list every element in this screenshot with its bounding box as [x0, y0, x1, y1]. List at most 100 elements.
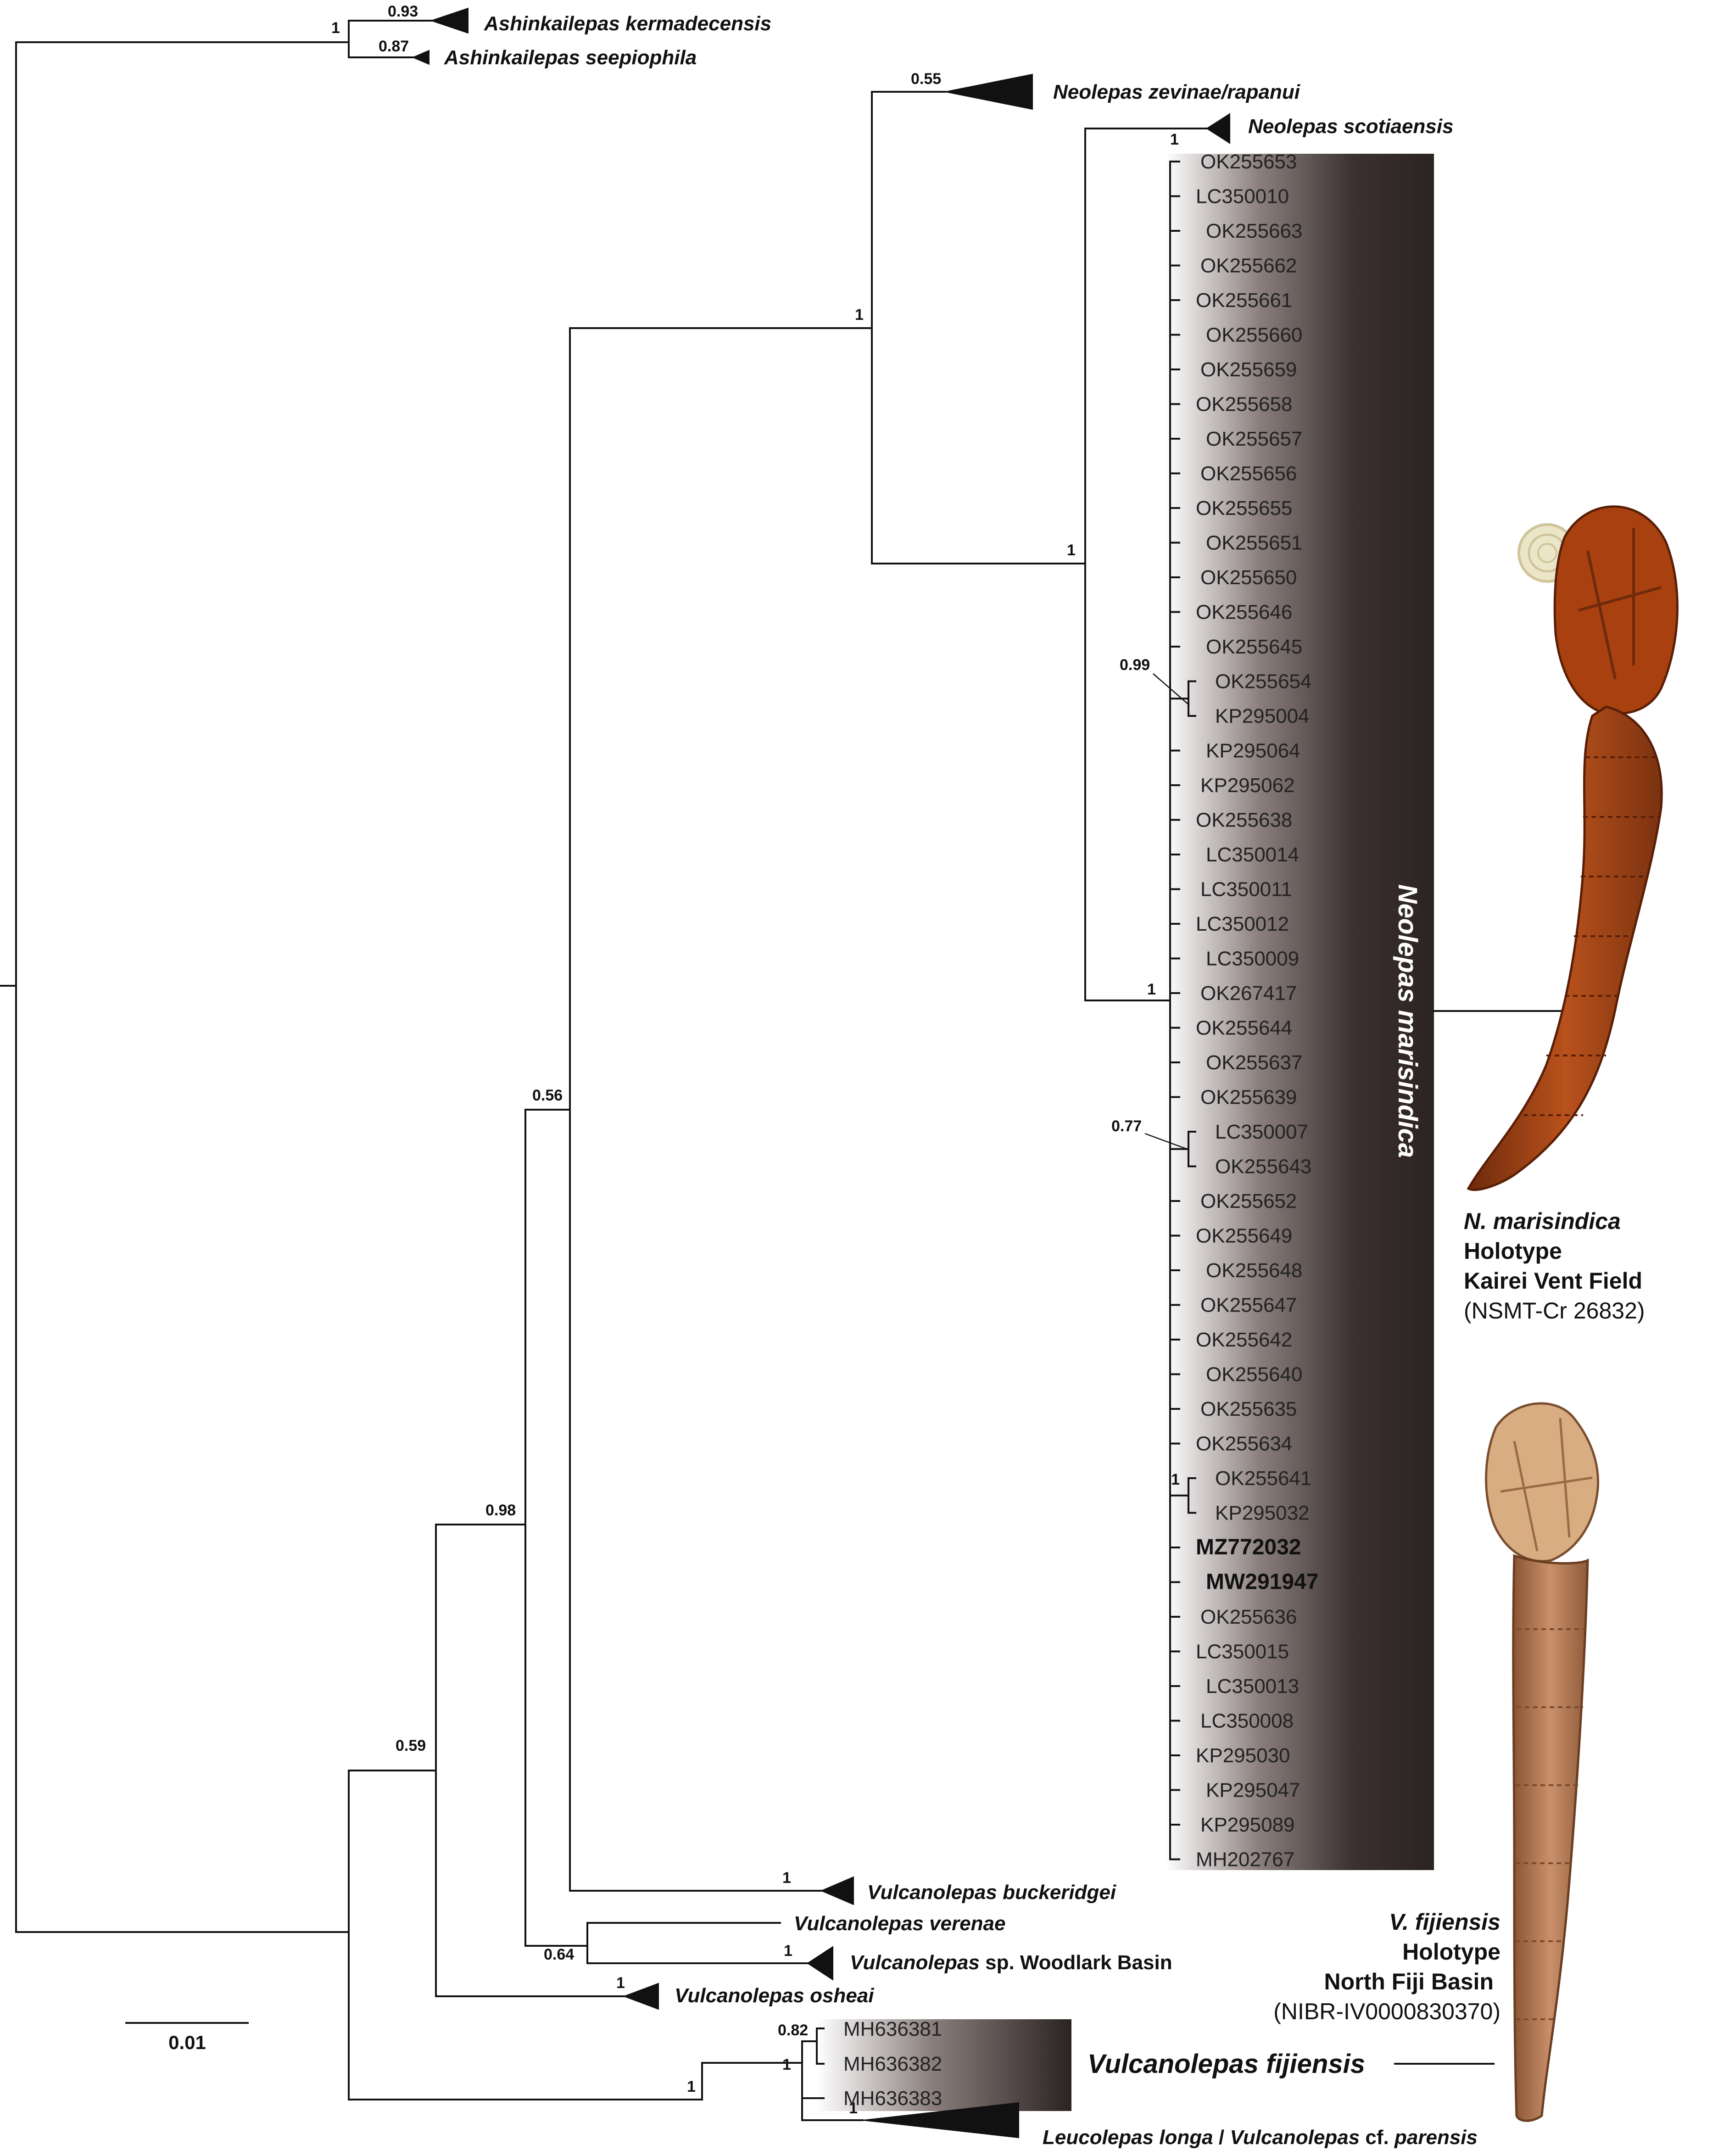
marisindica-tip-label: OK255661 — [1196, 289, 1292, 312]
caption-1-locality: Kairei Vent Field — [1464, 1268, 1642, 1294]
support-fijiensis-node: 1 — [687, 2078, 696, 2095]
support-scot-marisindica: 1 — [1067, 542, 1076, 559]
label-leucolepas-3: Vulcanolepas — [1230, 2126, 1360, 2149]
marisindica-species-label: Neolepas marisindica — [1393, 884, 1422, 1158]
caption-2-voucher: (NIBR-IV0000830370) — [1273, 1999, 1500, 2024]
support-neolepas: 1 — [855, 306, 864, 324]
marisindica-tip-label: OK255645 — [1206, 636, 1302, 658]
osheai-collapsed-clade — [623, 1983, 659, 2010]
marisindica-tip-label: OK255652 — [1200, 1190, 1297, 1212]
marisindica-tip-label: OK255637 — [1206, 1051, 1302, 1074]
support-064: 0.64 — [544, 1946, 574, 1963]
marisindica-tip-label: OK255650 — [1200, 566, 1297, 589]
ashinkailepas-branch — [15, 20, 432, 1933]
label-leucolepas-5: parensis — [1394, 2126, 1478, 2149]
support-marisindica: 1 — [1147, 981, 1156, 998]
fijiensis-tip-branches — [801, 2028, 825, 2099]
marisindica-tip-label: OK255653 — [1200, 151, 1297, 173]
marisindica-tip-label: OK255662 — [1200, 255, 1297, 277]
label-woodlark: Vulcanolepas sp. Woodlark Basin — [850, 1951, 1172, 1974]
marisindica-tip-label: OK255649 — [1196, 1225, 1292, 1247]
marisindica-tip-label: OK255663 — [1206, 220, 1302, 242]
marisindica-tip-label: KP295032 — [1215, 1502, 1310, 1525]
specimen-2-photo — [1485, 1402, 1599, 2122]
caption-1-name: N. marisindica — [1464, 1208, 1621, 1234]
marisindica-tip-label: OK255654 — [1215, 670, 1311, 693]
marisindica-tip-label: OK255634 — [1196, 1433, 1292, 1455]
scale-bar-label: 0.01 — [168, 2032, 206, 2053]
caption-2-name: V. fijiensis — [1389, 1909, 1500, 1935]
marisindica-tip-label: OK255646 — [1196, 601, 1292, 624]
marisindica-tip-label: OK255647 — [1200, 1294, 1297, 1317]
marisindica-tip-label: LC350015 — [1196, 1641, 1289, 1663]
kermadecensis-collapsed-clade — [430, 7, 469, 34]
support-woodlark: 1 — [784, 1942, 792, 1960]
marisindica-tip-label: OK255639 — [1200, 1086, 1297, 1109]
marisindica-tip-label: OK255658 — [1196, 393, 1292, 416]
marisindica-tip-label: OK255635 — [1200, 1398, 1297, 1420]
marisindica-tip-branches — [1169, 161, 1196, 1860]
marisindica-tip-label: MW291947 — [1206, 1570, 1318, 1594]
marisindica-subclade-node — [1169, 680, 1196, 717]
pointer-077 — [1144, 1133, 1189, 1151]
support-pair-1: 1 — [1171, 1471, 1180, 1488]
support-fijiensis-082: 0.82 — [778, 2022, 808, 2039]
support-099: 0.99 — [1120, 656, 1150, 674]
support-osheai: 1 — [616, 1974, 625, 1992]
marisindica-tip-label: OK255648 — [1206, 1259, 1302, 1282]
support-scotiaensis: 1 — [1170, 131, 1179, 148]
marisindica-tip-label: LC350013 — [1206, 1675, 1299, 1698]
support-098: 0.98 — [485, 1502, 516, 1519]
marisindica-tip-label: OK255638 — [1196, 809, 1292, 832]
caption-1-voucher: (NSMT-Cr 26832) — [1464, 1298, 1645, 1324]
marisindica-tip-label: LC350007 — [1215, 1121, 1308, 1143]
marisindica-tip-label: OK255659 — [1200, 358, 1297, 381]
label-woodlark-genus: Vulcanolepas — [850, 1951, 980, 1974]
label-buckeridgei: Vulcanolepas buckeridgei — [867, 1881, 1116, 1904]
marisindica-subclade-node — [1169, 1477, 1196, 1514]
marisindica-tip-label: LC350014 — [1206, 843, 1299, 866]
label-verenae: Vulcanolepas verenae — [794, 1912, 1005, 1935]
woodlark-collapsed-clade — [807, 1946, 833, 1981]
buckeridgei-collapsed-clade — [820, 1876, 854, 1905]
support-zevinae: 0.55 — [911, 70, 941, 88]
caption-2-status: Holotype — [1402, 1939, 1500, 1965]
fijiensis-gradient-bar — [817, 2019, 1071, 2111]
support-seepiophila: 0.87 — [379, 38, 409, 55]
marisindica-tip-label: OK267417 — [1200, 982, 1297, 1005]
specimen-1-photo — [1467, 505, 1679, 1191]
marisindica-tip-label: KP295030 — [1196, 1744, 1290, 1767]
label-leucolepas: Leucolepas longa / Vulcanolepas cf. pare… — [1043, 2126, 1478, 2149]
pointer-099 — [1153, 673, 1189, 705]
marisindica-tip-label: OK255643 — [1215, 1156, 1311, 1178]
label-scotiaensis: Neolepas scotiaensis — [1248, 115, 1454, 138]
support-kermadecensis: 0.93 — [388, 3, 418, 20]
marisindica-tip-label: OK255644 — [1196, 1017, 1292, 1039]
support-059: 0.59 — [396, 1737, 426, 1754]
marisindica-tip-label: MZ772032 — [1196, 1535, 1301, 1559]
label-seepiophila: Ashinkailepas seepiophila — [444, 46, 697, 69]
marisindica-tip-label: LC350009 — [1206, 948, 1299, 970]
support-056: 0.56 — [532, 1087, 563, 1104]
marisindica-tip-label: MH202767 — [1196, 1849, 1294, 1871]
marisindica-gradient-bar — [1166, 154, 1434, 1870]
marisindica-tip-label: OK255636 — [1200, 1606, 1297, 1628]
label-leucolepas-4: cf. — [1360, 2126, 1394, 2149]
fijiensis-tip-3: MH636383 — [843, 2087, 942, 2110]
marisindica-tip-label: KP295089 — [1200, 1814, 1295, 1836]
label-zevinae: Neolepas zevinae/rapanui — [1053, 81, 1300, 103]
marisindica-tip-label: LC350008 — [1200, 1710, 1294, 1732]
leucolepas-collapsed-clade — [862, 2102, 1019, 2139]
support-buckeridgei: 1 — [782, 1869, 791, 1887]
marisindica-tip-labels: OK255653LC350010OK255663OK255662OK255661… — [1196, 151, 1318, 1871]
marisindica-tip-label: KP295004 — [1215, 705, 1310, 727]
label-kermadecensis: Ashinkailepas kermadecensis — [484, 12, 771, 35]
zevinae-collapsed-clade — [945, 73, 1033, 110]
marisindica-tip-label: OK255655 — [1196, 497, 1292, 519]
support-ashinkai-root: 1 — [331, 19, 340, 37]
seepiophila-collapsed-clade — [412, 50, 430, 65]
label-osheai: Vulcanolepas osheai — [675, 1984, 874, 2007]
marisindica-tip-label: OK255660 — [1206, 324, 1302, 346]
marisindica-tip-label: KP295047 — [1206, 1779, 1300, 1802]
marisindica-tip-label: OK255641 — [1215, 1467, 1311, 1490]
